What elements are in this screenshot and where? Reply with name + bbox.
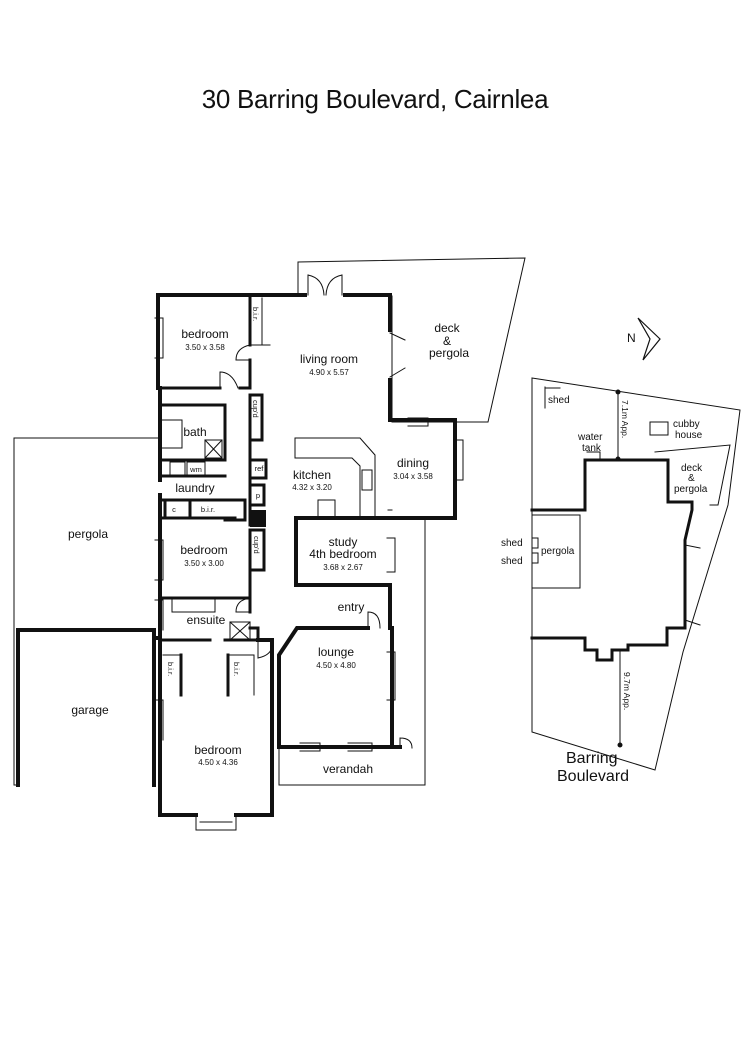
kitchen-bench xyxy=(294,437,376,519)
bedroom1-dims: 3.50 x 3.58 xyxy=(185,343,225,352)
lounge-dims: 4.50 x 4.80 xyxy=(316,661,356,670)
street-label-1: Barring xyxy=(566,750,618,767)
shed-label-side-2: shed xyxy=(501,556,523,567)
living-room-label: living room xyxy=(300,352,358,366)
pergola-label: pergola xyxy=(68,527,108,541)
verandah-label: verandah xyxy=(323,762,373,776)
bedroom1-label: bedroom xyxy=(181,327,228,341)
living-room-dims: 4.90 x 5.57 xyxy=(309,368,349,377)
kitchen-label: kitchen xyxy=(293,468,331,482)
deck-label-3: pergola xyxy=(429,346,469,360)
lounge-label: lounge xyxy=(318,645,354,659)
site-deck-label-3: pergola xyxy=(674,484,708,495)
page-title: 30 Barring Boulevard, Cairnlea xyxy=(201,84,549,114)
cubby-label-2: house xyxy=(675,430,703,441)
bedroom2-dims: 3.50 x 3.00 xyxy=(184,559,224,568)
verandah-outline xyxy=(278,517,426,786)
cupboard-c-label: c xyxy=(172,505,176,514)
water-tank-label-1: water xyxy=(577,432,603,443)
water-tank-label-2: tank xyxy=(582,443,602,454)
ensuite-label: ensuite xyxy=(187,613,226,627)
garage-label: garage xyxy=(71,703,109,717)
bedroom2-label: bedroom xyxy=(180,543,227,557)
shed-label-side-1: shed xyxy=(501,538,523,549)
site-pergola-label: pergola xyxy=(541,546,575,557)
north-label: N xyxy=(627,331,636,345)
bedroom1-bir-label: b.i.r. xyxy=(251,307,260,321)
study-label-2: 4th bedroom xyxy=(309,547,376,561)
ref-label: ref xyxy=(255,464,265,473)
laundry-label: laundry xyxy=(175,481,214,495)
bath-walls xyxy=(158,403,247,522)
cupd-lower-label: cup'd xyxy=(252,536,261,554)
bedroom3-dims: 4.50 x 4.36 xyxy=(198,758,238,767)
bedroom3-bir-right-label: b.i.r. xyxy=(232,662,241,676)
deck-outline xyxy=(297,257,526,423)
site-deck-label-2: & xyxy=(688,473,695,484)
site-deck-label-1: deck xyxy=(681,463,703,474)
kitchen-dims: 4.32 x 3.20 xyxy=(292,483,332,492)
cubby-label-1: cubby xyxy=(673,419,700,430)
pergola-outline xyxy=(13,437,161,786)
dining-dims: 3.04 x 3.58 xyxy=(393,472,433,481)
bedroom3-label: bedroom xyxy=(194,743,241,757)
cupd-upper-label: cup'd xyxy=(251,400,260,418)
bath-label: bath xyxy=(183,425,206,439)
study-dims: 3.68 x 2.67 xyxy=(323,563,363,572)
rear-distance-label: 7.1m App. xyxy=(620,400,630,438)
wm-label: wm xyxy=(189,465,202,474)
site-plan xyxy=(530,317,741,771)
laundry-bir-label: b.i.r. xyxy=(201,505,215,514)
hall-walls xyxy=(248,438,266,642)
bedroom3-bir-left-label: b.i.r. xyxy=(166,662,175,676)
dining-label: dining xyxy=(397,456,429,470)
shed-label-rear: shed xyxy=(548,395,570,406)
garage-walls xyxy=(16,628,156,787)
bedroom1-walls xyxy=(156,296,252,390)
exterior-walls xyxy=(156,293,457,749)
entry-label: entry xyxy=(338,600,365,614)
deck-label-1: deck xyxy=(434,321,460,335)
front-distance-label: 9.7m App. xyxy=(622,672,632,710)
study-label-1: study xyxy=(329,535,358,549)
pantry-label: p xyxy=(256,491,260,500)
deck-label-2: & xyxy=(443,334,451,348)
street-label-2: Boulevard xyxy=(557,768,629,785)
